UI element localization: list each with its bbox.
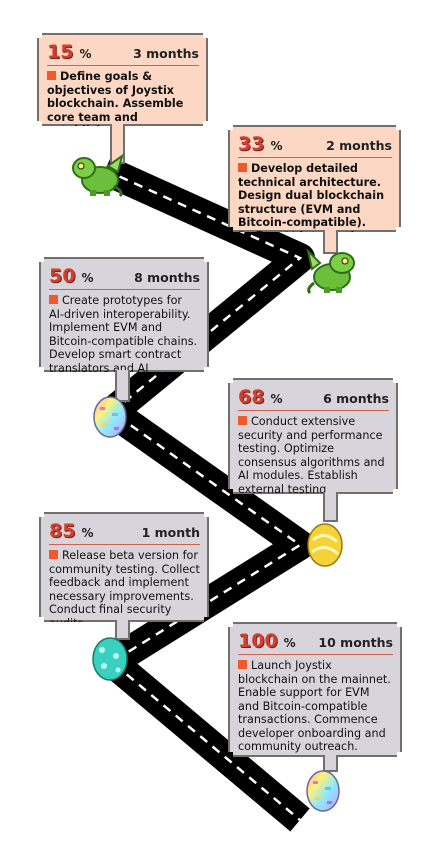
milestone-header: 33% 2 months	[238, 133, 392, 155]
milestone-header: 50% 8 months	[49, 265, 200, 287]
milestone-card-50: 50% 8 months Create prototypes for AI-dr…	[39, 257, 209, 372]
bullet-icon	[49, 295, 58, 304]
bullet-icon	[49, 550, 58, 559]
percent-value: 15	[47, 41, 74, 63]
duration-label: 6 months	[323, 391, 389, 406]
milestone-header: 15% 3 months	[47, 41, 199, 63]
divider	[47, 65, 199, 66]
description-text: Release beta version for community testi…	[49, 549, 200, 630]
duration-label: 1 month	[141, 525, 200, 540]
teal-egg-icon	[92, 637, 128, 681]
description-text: Launch Joystix blockchain on the mainnet…	[238, 659, 391, 753]
description-text: Conduct extensive security and performan…	[238, 415, 385, 509]
percent-value: 68	[238, 386, 265, 408]
percent-sign: %	[79, 47, 92, 61]
duration-label: 3 months	[133, 46, 199, 61]
milestone-card-85: 85% 1 month Release beta version for com…	[39, 512, 209, 622]
milestone-description: Release beta version for community testi…	[49, 549, 200, 630]
card-tail	[323, 755, 338, 772]
divider	[238, 654, 393, 655]
card-tail	[115, 620, 130, 640]
percent-value: 100	[238, 630, 278, 652]
milestone-card-68: 68% 6 months Conduct extensive security …	[228, 378, 398, 494]
milestone-card-33: 33% 2 months Develop detailed technical …	[228, 125, 401, 232]
duration-label: 10 months	[318, 635, 393, 650]
percent-sign: %	[81, 271, 94, 285]
duration-label: 2 months	[326, 138, 392, 153]
dragon-icon	[72, 153, 124, 198]
milestone-description: Conduct extensive security and performan…	[238, 415, 389, 510]
divider	[238, 410, 389, 411]
milestone-description: Launch Joystix blockchain on the mainnet…	[238, 659, 393, 754]
bullet-icon	[238, 660, 247, 669]
percent-sign: %	[81, 526, 94, 540]
percent-value: 33	[238, 133, 265, 155]
percent-sign: %	[283, 636, 296, 650]
percent-sign: %	[270, 139, 283, 153]
duration-label: 8 months	[134, 270, 200, 285]
percent-value: 85	[49, 520, 76, 542]
milestone-header: 68% 6 months	[238, 386, 389, 408]
divider	[238, 157, 392, 158]
milestone-card-15: 15% 3 months Define goals & objectives o…	[37, 33, 208, 126]
bullet-icon	[47, 71, 56, 80]
divider	[49, 544, 200, 545]
card-tail	[115, 370, 130, 402]
milestone-header: 85% 1 month	[49, 520, 200, 542]
yellow-egg-icon	[307, 523, 343, 567]
bullet-icon	[238, 163, 247, 172]
card-tail	[323, 230, 338, 254]
card-tail	[323, 492, 338, 522]
bullet-icon	[238, 416, 247, 425]
rainbow-egg-icon	[93, 396, 127, 438]
dragon-icon	[306, 247, 355, 295]
percent-sign: %	[270, 392, 283, 406]
divider	[49, 289, 200, 290]
percent-value: 50	[49, 265, 76, 287]
rainbow-egg-icon	[306, 770, 340, 812]
milestone-header: 100% 10 months	[238, 630, 393, 652]
milestone-card-100: 100% 10 months Launch Joystix blockchain…	[228, 622, 402, 757]
